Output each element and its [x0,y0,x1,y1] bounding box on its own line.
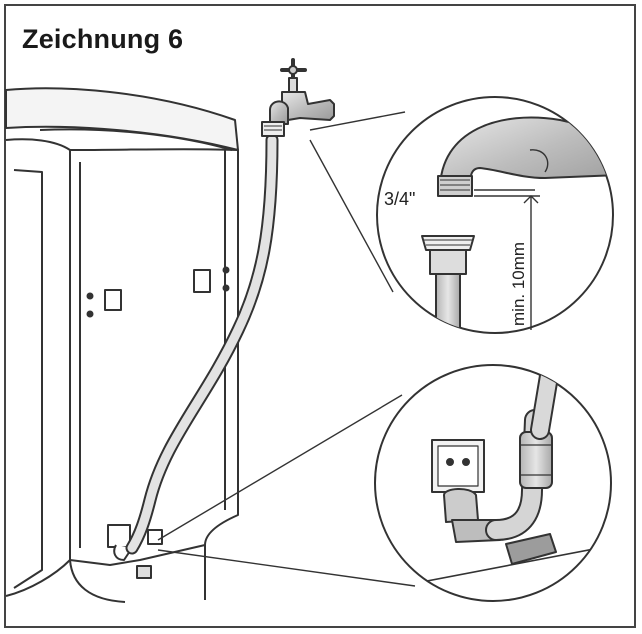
valve-connection-detail-circle [374,364,612,602]
min-distance-label: min. 10mm [509,242,528,326]
water-tap [261,58,335,137]
washing-machine [5,87,239,603]
thread-size-label: 3/4" [384,189,415,209]
thread-detail-circle: 3/4" min. 10mm [376,96,614,334]
diagram-title: Zeichnung 6 [22,24,184,54]
inlet-hose [125,133,279,555]
detail-leader-bottom [157,394,416,587]
detail-leader-top [309,111,406,293]
